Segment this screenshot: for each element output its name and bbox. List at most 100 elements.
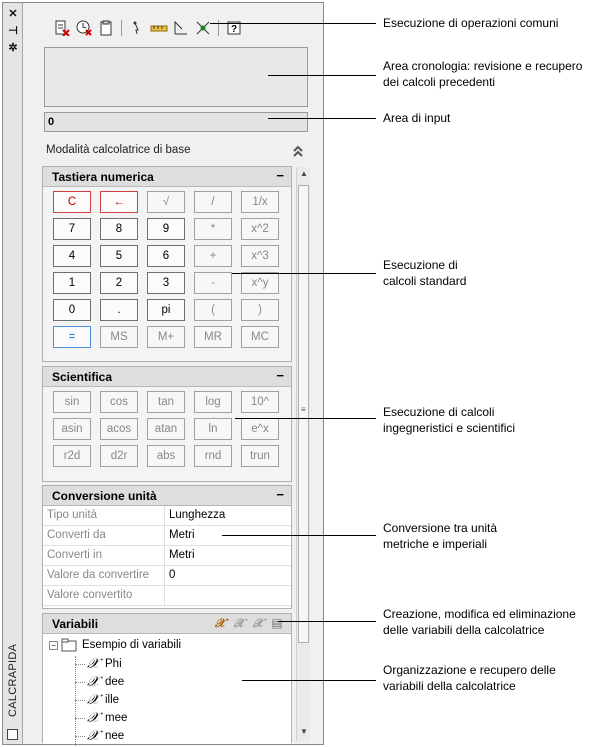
numpad-row: 0. pi ()	[53, 299, 291, 321]
conversion-value[interactable]: Metri	[169, 549, 195, 561]
key-button[interactable]: MC	[241, 326, 279, 348]
tree-line	[75, 736, 85, 737]
callout-label: Creazione, modifica ed eliminazione dell…	[383, 607, 576, 637]
key-button[interactable]: =	[53, 326, 91, 348]
callout-line	[278, 621, 376, 622]
conversion-value[interactable]: Lunghezza	[169, 509, 226, 521]
paste-icon[interactable]	[96, 18, 116, 38]
key-button[interactable]: tan	[147, 391, 185, 413]
key-button[interactable]: C	[53, 191, 91, 213]
clear-history-icon[interactable]	[74, 18, 94, 38]
key-button[interactable]: r2d	[53, 445, 91, 467]
collapse-icon[interactable]: −	[276, 368, 284, 383]
variables-header[interactable]: Variabili 𝒳 𝒳 𝒳 ▤	[43, 614, 291, 634]
tree-line	[75, 656, 76, 746]
collapse-node-icon[interactable]: −	[49, 640, 58, 650]
scientific-header[interactable]: Scientifica −	[43, 367, 291, 387]
history-area[interactable]	[44, 47, 308, 107]
close-icon[interactable]: ✕	[8, 8, 18, 20]
key-button[interactable]: 3	[147, 272, 185, 294]
key-button[interactable]: (	[194, 299, 232, 321]
key-button[interactable]: MS	[100, 326, 138, 348]
key-button[interactable]: asin	[53, 418, 91, 440]
key-button[interactable]: √	[147, 191, 185, 213]
collapse-icon[interactable]: −	[276, 168, 284, 183]
key-button[interactable]: pi	[147, 299, 185, 321]
key-button[interactable]: ln	[194, 418, 232, 440]
input-field[interactable]: 0	[44, 112, 308, 132]
key-button[interactable]: 8	[100, 218, 138, 240]
variables-title: Variabili	[52, 617, 99, 631]
key-button[interactable]: 2	[100, 272, 138, 294]
key-button[interactable]: x^y	[241, 272, 279, 294]
delete-variable-icon[interactable]: 𝒳	[252, 616, 264, 630]
key-button[interactable]: 1	[53, 272, 91, 294]
key-button[interactable]: rnd	[194, 445, 232, 467]
key-button[interactable]: x^3	[241, 245, 279, 267]
tree-root[interactable]: − Esempio di variabili	[49, 638, 181, 652]
conversion-row[interactable]: Valore convertito	[43, 586, 291, 606]
calculator-icon[interactable]: ▤	[271, 616, 283, 630]
key-button[interactable]: 6	[147, 245, 185, 267]
key-button[interactable]: acos	[100, 418, 138, 440]
key-button[interactable]: abs	[147, 445, 185, 467]
key-button[interactable]: 1/x	[241, 191, 279, 213]
scroll-down-icon[interactable]: ▼	[300, 727, 308, 736]
properties-icon[interactable]	[7, 729, 18, 740]
variable-icon: 𝒳	[87, 674, 100, 690]
distance-icon[interactable]	[149, 18, 169, 38]
conversion-value[interactable]: Metri	[169, 529, 195, 541]
conversion-header[interactable]: Conversione unità −	[43, 486, 291, 506]
key-button[interactable]: 5	[100, 245, 138, 267]
collapse-up-icon[interactable]	[292, 143, 304, 159]
key-button[interactable]: cos	[100, 391, 138, 413]
key-button[interactable]: e^x	[241, 418, 279, 440]
key-button[interactable]: /	[194, 191, 232, 213]
key-button[interactable]: *	[194, 218, 232, 240]
autohide-icon[interactable]: ⊣	[8, 25, 18, 37]
key-button[interactable]: d2r	[100, 445, 138, 467]
key-button[interactable]: +	[194, 245, 232, 267]
key-button[interactable]: -	[194, 272, 232, 294]
get-coordinates-icon[interactable]	[127, 18, 147, 38]
edit-variable-icon[interactable]: 𝒳	[233, 616, 245, 630]
key-button[interactable]: 4	[53, 245, 91, 267]
help-icon[interactable]: ?	[224, 18, 244, 38]
key-button[interactable]: x^2	[241, 218, 279, 240]
key-button[interactable]: atan	[147, 418, 185, 440]
angle-icon[interactable]	[171, 18, 191, 38]
scroll-thumb[interactable]: ≡	[298, 185, 309, 643]
numpad-header[interactable]: Tastiera numerica −	[43, 167, 291, 187]
key-button[interactable]: 9	[147, 218, 185, 240]
scroll-up-icon[interactable]: ▲	[300, 169, 308, 178]
scrollbar[interactable]: ▲ ≡ ▼	[296, 167, 310, 741]
intersection-icon[interactable]	[193, 18, 213, 38]
key-button[interactable]: 0	[53, 299, 91, 321]
key-button[interactable]: M+	[147, 326, 185, 348]
key-button[interactable]: ←	[100, 191, 138, 213]
conversion-value[interactable]	[165, 586, 169, 605]
callout-label: Organizzazione e recupero delle variabil…	[383, 663, 556, 693]
key-button[interactable]: .	[100, 299, 138, 321]
key-button[interactable]: sin	[53, 391, 91, 413]
new-variable-icon[interactable]: 𝒳	[214, 616, 226, 630]
key-button[interactable]: 7	[53, 218, 91, 240]
collapse-icon[interactable]: −	[276, 487, 284, 502]
key-button[interactable]: log	[194, 391, 232, 413]
key-button[interactable]: 10^	[241, 391, 279, 413]
clear-icon[interactable]	[52, 18, 72, 38]
gear-icon[interactable]: ✲	[8, 42, 18, 54]
key-button[interactable]: trun	[241, 445, 279, 467]
key-button[interactable]: )	[241, 299, 279, 321]
conversion-value[interactable]: 0	[169, 569, 176, 581]
key-button[interactable]: MR	[194, 326, 232, 348]
